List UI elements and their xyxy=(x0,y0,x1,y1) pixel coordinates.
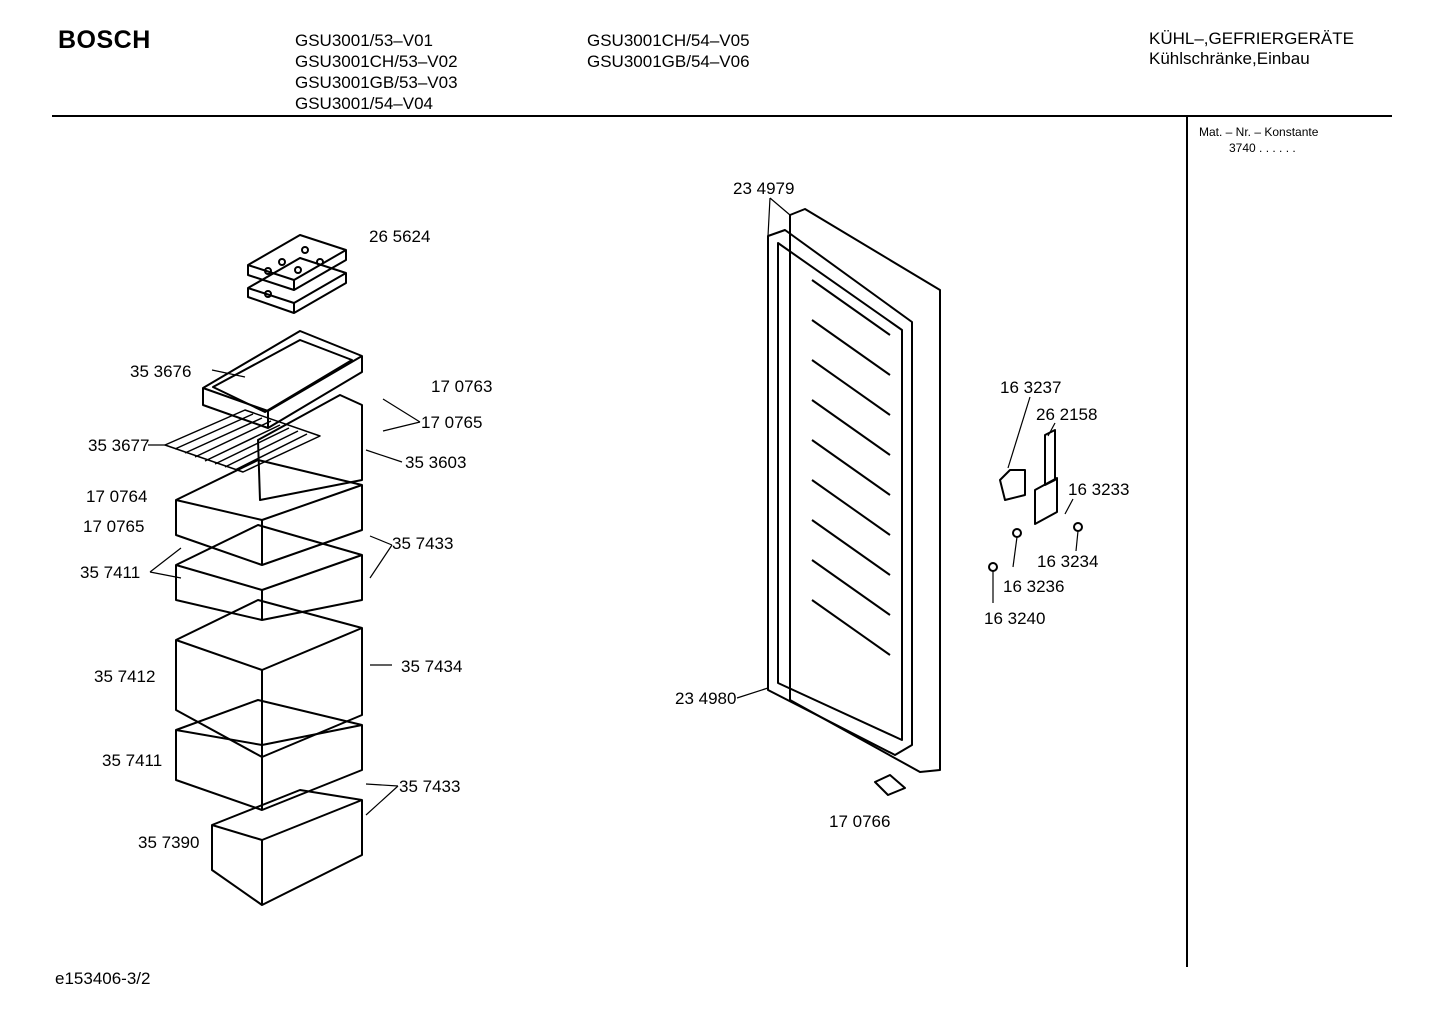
grid-shelf-drawing xyxy=(164,409,321,473)
tray-drawing xyxy=(202,330,363,429)
part-label: 16 3237 xyxy=(1000,378,1061,397)
category-line-2: Kühlschränke,Einbau xyxy=(1149,49,1310,68)
part-label: 35 3676 xyxy=(130,362,191,381)
part-label: 35 7412 xyxy=(94,667,155,686)
part-label: 35 3677 xyxy=(88,436,149,455)
model-number: GSU3001GB/54–V06 xyxy=(587,52,750,71)
model-list-1: GSU3001/53–V01 GSU3001CH/53–V02 GSU3001G… xyxy=(295,30,458,114)
model-number: GSU3001CH/54–V05 xyxy=(587,31,750,50)
drawing-id: e153406-3/2 xyxy=(55,969,151,988)
model-number: GSU3001/54–V04 xyxy=(295,94,433,113)
model-number: GSU3001GB/53–V03 xyxy=(295,73,458,92)
part-label: 17 0764 xyxy=(86,487,147,506)
leader-lines xyxy=(148,197,1079,816)
part-label: 35 7433 xyxy=(399,777,460,796)
part-label: 35 3603 xyxy=(405,453,466,472)
part-labels: 26 5624 35 3676 17 0763 17 0765 35 3677 … xyxy=(80,179,1129,852)
part-label: 35 7433 xyxy=(392,534,453,553)
part-label: 16 3234 xyxy=(1037,552,1098,571)
category: KÜHL–,GEFRIERGERÄTE Kühlschränke,Einbau xyxy=(1149,29,1354,69)
part-label: 26 2158 xyxy=(1036,405,1097,424)
part-label: 26 5624 xyxy=(369,227,430,246)
mat-value: 3740 . . . . . . xyxy=(1229,141,1296,155)
part-label: 35 7390 xyxy=(138,833,199,852)
ice-pack-drawing xyxy=(247,234,347,314)
part-label: 23 4980 xyxy=(675,689,736,708)
part-label: 23 4979 xyxy=(733,179,794,198)
part-label: 16 3233 xyxy=(1068,480,1129,499)
part-label: 16 3240 xyxy=(984,609,1045,628)
header-divider xyxy=(52,115,1392,117)
model-list-2: GSU3001CH/54–V05 GSU3001GB/54–V06 xyxy=(587,30,750,72)
brand-logo: BOSCH xyxy=(58,26,151,54)
part-label: 35 7411 xyxy=(80,563,140,582)
side-panel-divider xyxy=(1186,116,1188,967)
part-label: 17 0765 xyxy=(421,413,482,432)
part-label: 17 0765 xyxy=(83,517,144,536)
part-label: 35 7434 xyxy=(401,657,462,676)
part-label: 17 0763 xyxy=(431,377,492,396)
model-number: GSU3001/53–V01 xyxy=(295,31,433,50)
hinge-drawing xyxy=(874,429,1083,796)
part-label: 17 0766 xyxy=(829,812,890,831)
mat-label: Mat. – Nr. – Konstante xyxy=(1199,125,1319,139)
drawer-stack-drawing xyxy=(175,394,363,906)
part-label: 16 3236 xyxy=(1003,577,1064,596)
model-number: GSU3001CH/53–V02 xyxy=(295,52,458,71)
category-line-1: KÜHL–,GEFRIERGERÄTE xyxy=(1149,29,1354,48)
door-drawing xyxy=(767,208,941,773)
part-label: 35 7411 xyxy=(102,751,162,770)
